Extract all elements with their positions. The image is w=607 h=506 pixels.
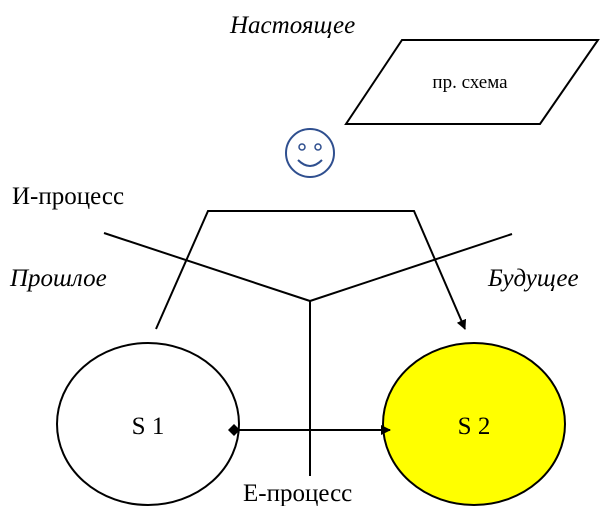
- scheme-box: [344, 39, 600, 125]
- node-s1: S 1: [56, 342, 240, 506]
- label-future: Будущее: [487, 265, 579, 292]
- label-e-process: Е-процесс: [243, 480, 352, 506]
- i-process-path: [155, 210, 467, 330]
- future-axis-line: [309, 233, 513, 302]
- label-present: Настоящее: [229, 12, 355, 39]
- e-process-label-backing: [240, 478, 384, 504]
- node-s2-label: S 2: [458, 413, 491, 440]
- label-i-process: И-процесс: [12, 183, 124, 210]
- node-s2: S 2: [382, 342, 566, 506]
- node-s1-label: S 1: [132, 413, 165, 440]
- label-past: Прошлое: [9, 265, 107, 292]
- scheme-box-label: пр. схема: [432, 72, 508, 93]
- smiley-face-icon: [285, 128, 335, 178]
- past-axis-line: [103, 232, 311, 302]
